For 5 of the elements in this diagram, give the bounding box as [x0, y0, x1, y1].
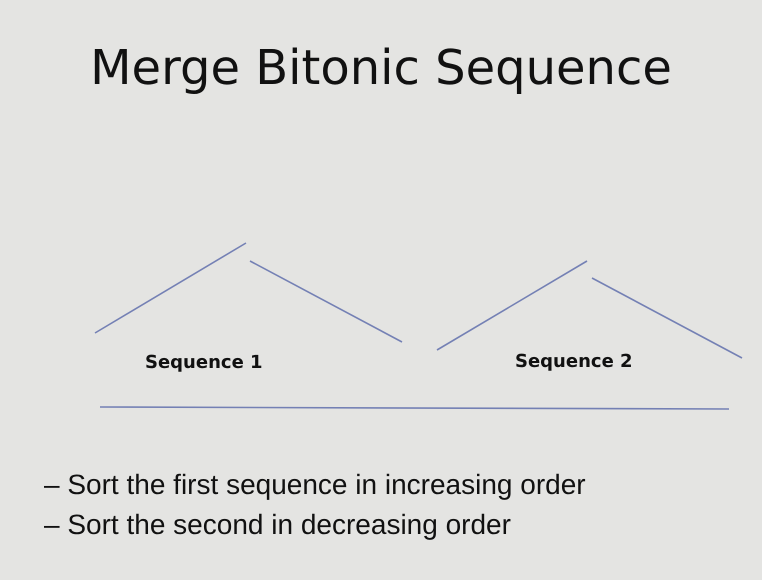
slide-title: Merge Bitonic Sequence — [89, 40, 673, 96]
bullet-text: – Sort the first sequence in increasing order — [44, 469, 586, 501]
sequence-label: Sequence 1 — [145, 352, 263, 373]
sequence-label: Sequence 2 — [515, 351, 633, 372]
bullet-text: – Sort the second in decreasing order — [44, 509, 511, 541]
